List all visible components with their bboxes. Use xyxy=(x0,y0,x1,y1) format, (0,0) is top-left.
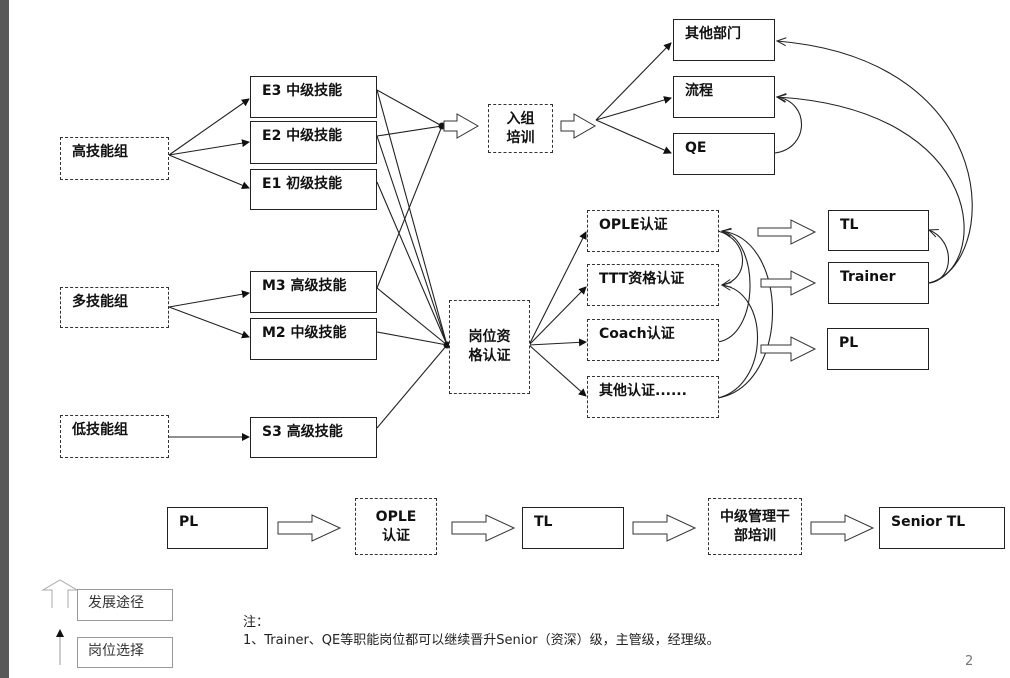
edge-e2-onboard xyxy=(376,125,443,137)
edge-high-e1 xyxy=(168,154,250,190)
path-mgmt-training: 中级管理干部培训 xyxy=(708,498,802,555)
edge-high-e3 xyxy=(168,98,250,156)
role-tl: TL xyxy=(828,210,929,251)
block-arrow-to-tl xyxy=(757,219,817,245)
skill-m3: M3 高级技能 xyxy=(250,271,377,313)
block-arrow-to-onboard xyxy=(443,113,480,139)
role-label: PL xyxy=(839,335,859,351)
curve-coach-ople xyxy=(717,228,751,343)
curve-qe-process xyxy=(774,93,802,154)
role-trainer: Trainer xyxy=(828,262,929,304)
footnote-line: 1、Trainer、QE等职能岗位都可以继续晋升Senior（资深）级，主管级，… xyxy=(243,633,720,648)
edge-e3-qual xyxy=(376,89,448,346)
dept-other: 其他部门 xyxy=(673,19,775,61)
legend-development-arrow xyxy=(41,579,79,608)
path-pl: PL xyxy=(167,507,268,549)
footnote: 注： 1、Trainer、QE等职能岗位都可以继续晋升Senior（资深）级，主… xyxy=(243,614,720,650)
block-arrow-path-3 xyxy=(632,514,697,542)
curve-ople-ttt xyxy=(717,230,744,288)
path-senior-tl: Senior TL xyxy=(879,507,1005,549)
edge-qual-ttt xyxy=(528,286,587,346)
skill-label: M2 中级技能 xyxy=(262,325,347,341)
role-label: TL xyxy=(840,217,859,233)
edge-m3-qual xyxy=(376,287,448,346)
edge-onboard-process xyxy=(595,96,672,121)
cert-label: Coach认证 xyxy=(599,326,675,342)
edge-e1-qual xyxy=(376,181,448,346)
dept-qe: QE xyxy=(673,133,775,175)
dept-process: 流程 xyxy=(673,76,775,118)
edge-high-e2 xyxy=(168,139,250,156)
path-tl: TL xyxy=(522,507,624,549)
edge-onboard-qe xyxy=(595,119,672,154)
skill-label: E1 初级技能 xyxy=(262,176,343,192)
dept-label: 其他部门 xyxy=(685,26,741,42)
edge-qual-other xyxy=(528,344,587,397)
legend-position-choice: 岗位选择 xyxy=(77,637,173,668)
role-pl: PL xyxy=(827,328,929,370)
path-label: 中级管理干部培训 xyxy=(720,508,790,544)
skill-label: S3 高级技能 xyxy=(262,424,343,440)
edge-multi-m2 xyxy=(168,306,250,339)
block-arrow-path-1 xyxy=(277,514,342,542)
skill-label: E3 中级技能 xyxy=(262,83,343,99)
curve-trainer-process xyxy=(775,93,965,284)
skill-e1: E1 初级技能 xyxy=(250,169,377,210)
block-arrow-path-4 xyxy=(810,514,875,542)
block-arrow-to-trainer xyxy=(760,270,817,296)
edge-m2-qual xyxy=(376,331,448,346)
page-number: 2 xyxy=(965,654,974,669)
group-low-skill: 低技能组 xyxy=(60,415,169,458)
skill-m2: M2 中级技能 xyxy=(250,318,377,360)
legend-development-path: 发展途径 xyxy=(77,589,173,621)
group-high-skill: 高技能组 xyxy=(60,137,169,180)
skill-e2: E2 中级技能 xyxy=(250,121,377,164)
group-label: 低技能组 xyxy=(72,422,128,438)
group-label: 多技能组 xyxy=(72,294,128,310)
path-label: OPLE认证 xyxy=(375,508,417,544)
edge-e3-onboard xyxy=(376,89,443,127)
curve-other-ttt xyxy=(717,281,759,399)
legend-label: 发展途径 xyxy=(88,595,144,611)
group-label: 高技能组 xyxy=(72,144,128,160)
dept-label: 流程 xyxy=(685,83,713,99)
edge-multi-m3 xyxy=(168,290,250,308)
skill-s3: S3 高级技能 xyxy=(250,417,377,458)
curve-trainer-other-dept xyxy=(775,37,973,284)
cert-label: 其他认证...... xyxy=(599,383,687,399)
skill-label: M3 高级技能 xyxy=(262,278,347,294)
position-qualification: 岗位资格认证 xyxy=(449,300,530,394)
edge-qual-coach xyxy=(528,338,587,347)
curve-other-ople xyxy=(717,227,773,399)
path-ople-cert: OPLE认证 xyxy=(355,498,437,555)
edge-onboard-other-dept xyxy=(595,42,672,121)
cert-label: OPLE认证 xyxy=(599,217,668,233)
footnote-title: 注： xyxy=(243,615,270,630)
window-left-edge xyxy=(0,0,9,678)
skill-label: E2 中级技能 xyxy=(262,128,343,144)
edge-e2-qual xyxy=(376,135,448,346)
path-label: PL xyxy=(179,514,199,530)
skill-e3: E3 中级技能 xyxy=(250,76,377,118)
block-arrow-path-2 xyxy=(451,514,516,542)
cert-label: TTT资格认证 xyxy=(599,271,685,287)
onboarding-label: 入组培训 xyxy=(506,110,535,146)
cert-other: 其他认证...... xyxy=(587,376,719,418)
group-multi-skill: 多技能组 xyxy=(60,287,169,328)
legend-label: 岗位选择 xyxy=(88,643,144,659)
block-arrow-to-pl xyxy=(760,336,817,362)
onboarding-training: 入组培训 xyxy=(488,104,553,153)
path-label: Senior TL xyxy=(891,514,966,530)
cert-coach: Coach认证 xyxy=(587,319,719,361)
edge-qual-ople xyxy=(528,231,587,346)
role-label: Trainer xyxy=(840,269,896,285)
cert-ttt: TTT资格认证 xyxy=(587,264,719,306)
block-arrow-from-onboard xyxy=(560,113,597,139)
cert-ople: OPLE认证 xyxy=(587,210,719,252)
path-label: TL xyxy=(534,514,553,530)
edge-s3-qual xyxy=(376,344,448,429)
qualification-label: 岗位资格认证 xyxy=(468,329,511,364)
dept-label: QE xyxy=(685,140,707,156)
